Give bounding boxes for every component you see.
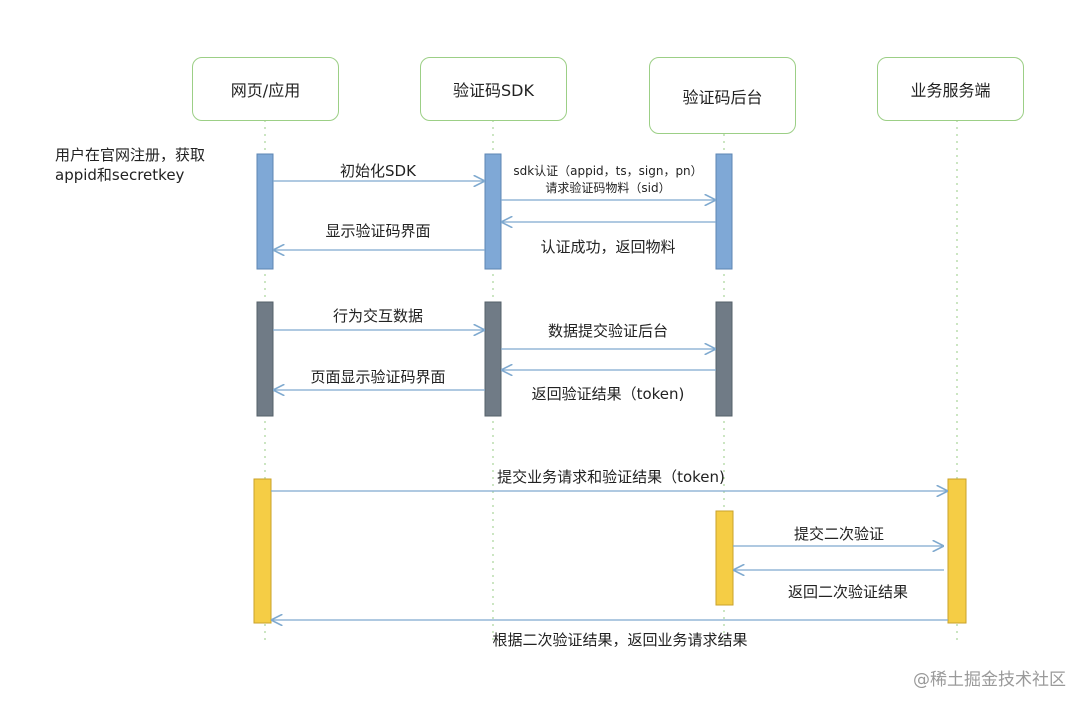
activation-sdk-init	[484, 153, 502, 270]
participant-server: 业务服务端	[877, 57, 1024, 121]
activation-backend-interaction	[715, 301, 733, 417]
activation-backend-init	[715, 153, 733, 270]
label-show-ui: 显示验证码界面	[325, 222, 431, 240]
watermark: @稀土掘金技术社区	[913, 670, 1066, 690]
label-submit-data: 数据提交验证后台	[547, 322, 669, 340]
label-page-show-ui: 页面显示验证码界面	[310, 368, 446, 386]
activation-sdk-interaction	[484, 301, 502, 417]
label-submit-business: 提交业务请求和验证结果（token)	[497, 468, 725, 486]
label-auth-success: 认证成功，返回物料	[540, 238, 676, 256]
activation-backend-second	[715, 510, 734, 606]
label-return-result: 返回验证结果（token)	[531, 385, 685, 403]
label-final-return: 根据二次验证结果，返回业务请求结果	[492, 631, 748, 649]
participant-sdk: 验证码SDK	[420, 57, 567, 121]
note-line-2: appid和secretkey	[55, 166, 185, 184]
label-sdk-auth: sdk认证（appid，ts，sign，pn）	[513, 164, 703, 178]
activation-web-init	[256, 153, 274, 270]
label-interaction-data: 行为交互数据	[332, 307, 424, 325]
participant-web: 网页/应用	[192, 57, 339, 121]
activation-web-business	[253, 478, 272, 624]
participant-backend: 验证码后台	[649, 57, 796, 134]
note-line-1: 用户在官网注册，获取	[55, 146, 206, 164]
label-request-material: 请求验证码物料（sid）	[545, 181, 671, 195]
registration-note: 用户在官网注册，获取 appid和secretkey	[55, 145, 205, 185]
activation-server-business	[947, 478, 967, 624]
label-submit-second: 提交二次验证	[793, 525, 885, 543]
label-return-second: 返回二次验证结果	[787, 583, 909, 601]
activation-web-interaction	[256, 301, 274, 417]
label-init-sdk: 初始化SDK	[340, 162, 416, 180]
